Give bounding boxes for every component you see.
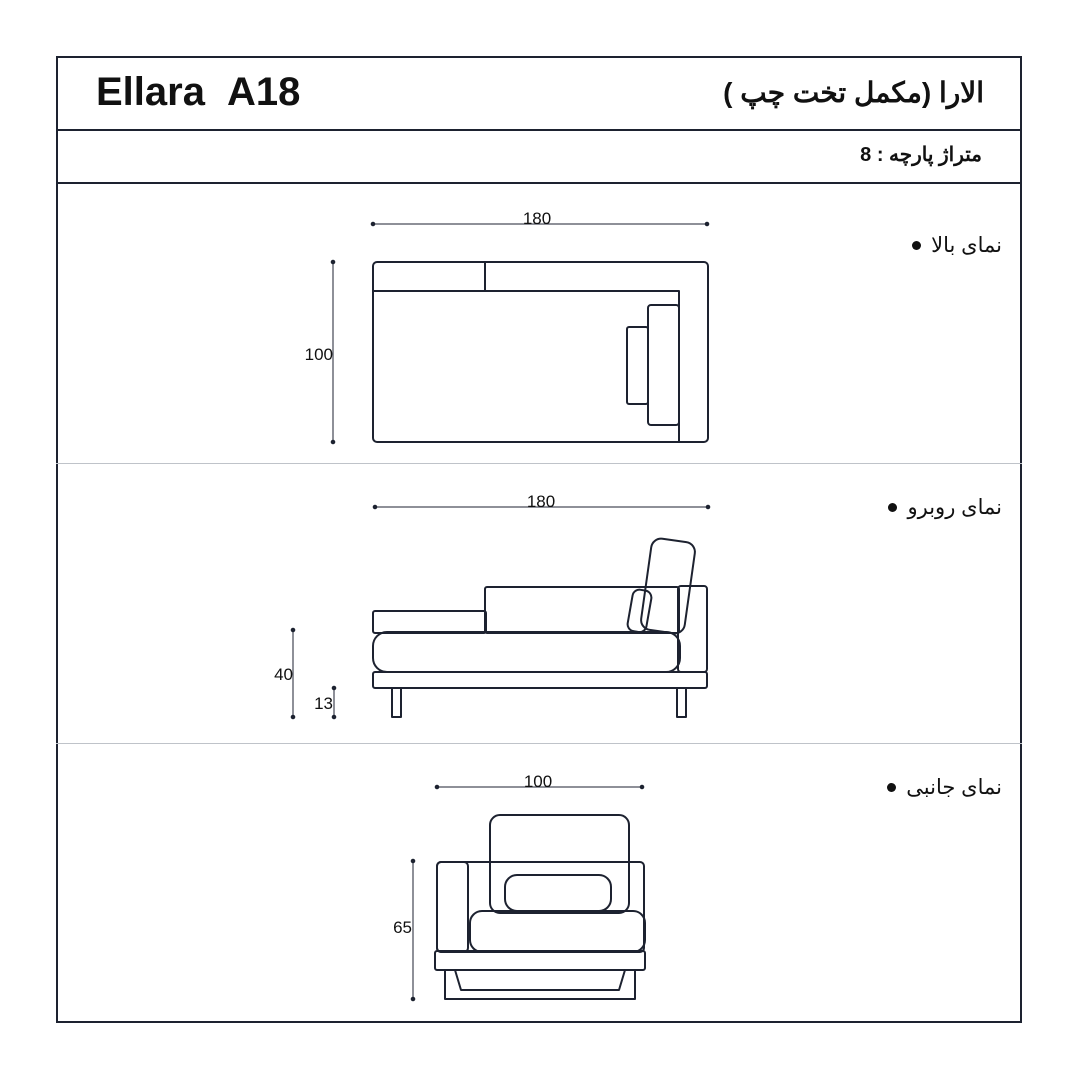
front-seat-height-text: 40 (274, 665, 293, 684)
top-backrest-line (372, 290, 680, 443)
side-armrest (436, 861, 469, 953)
top-view-label: نمای بالا (912, 233, 1002, 258)
front-width-text: 180 (527, 492, 555, 511)
side-height-dimension (410, 858, 416, 1002)
side-sled-leg (454, 969, 626, 991)
meterage-divider (56, 182, 1022, 184)
front-leg-left (391, 687, 402, 718)
side-back-pillow (489, 814, 630, 914)
front-seat-height-dimension (290, 627, 296, 720)
front-view-divider (56, 743, 1022, 744)
front-low-back-panel (372, 610, 487, 634)
side-depth-text: 100 (524, 772, 552, 791)
side-seat-cushion (469, 910, 646, 953)
side-height-text: 65 (393, 918, 412, 937)
bullet-icon (887, 783, 897, 792)
sheet-frame (56, 56, 1022, 1023)
top-lumbar-pillow (626, 326, 649, 405)
top-depth-dimension (330, 259, 336, 445)
brand-name: Ellara (96, 70, 205, 114)
top-depth-text: 100 (305, 345, 333, 364)
front-view-drawing: 180 40 13 (274, 492, 711, 720)
top-width-dimension (370, 221, 710, 227)
front-view-label: نمای روبرو (888, 495, 1002, 520)
front-base (372, 671, 708, 689)
side-view-label: نمای جانبی (887, 775, 1002, 800)
top-view-drawing: 180 100 (305, 209, 710, 445)
front-leg-right (676, 687, 687, 718)
side-depth-dimension (434, 784, 645, 790)
front-view-label-text: نمای روبرو (907, 496, 1002, 519)
top-outline (372, 261, 709, 443)
front-lumbar-pillow (626, 588, 653, 634)
top-width-text: 180 (523, 209, 551, 228)
fabric-meterage: متراژ پارچه : 8 (860, 144, 982, 166)
front-leg-height-dimension (331, 685, 337, 720)
brand-title: Ellara A18 (96, 70, 300, 115)
header-divider (56, 129, 1022, 131)
side-lumbar-pillow (504, 874, 612, 912)
top-view-divider (56, 463, 1022, 464)
side-view-drawing: 100 65 (393, 772, 646, 1002)
model-code: A18 (226, 70, 301, 114)
top-back-pillow (647, 304, 680, 426)
bullet-icon (912, 241, 922, 250)
product-title: الارا (مکمل تخت چپ ) (723, 77, 984, 108)
top-view-label-text: نمای بالا (931, 234, 1002, 257)
side-base (434, 950, 646, 971)
bullet-icon (888, 503, 898, 512)
front-seat-cushion (372, 631, 681, 673)
side-sled-frame (444, 969, 636, 1000)
front-leg-height-text: 13 (314, 694, 333, 713)
side-view-label-text: نمای جانبی (906, 776, 1002, 799)
front-width-dimension (372, 504, 711, 510)
